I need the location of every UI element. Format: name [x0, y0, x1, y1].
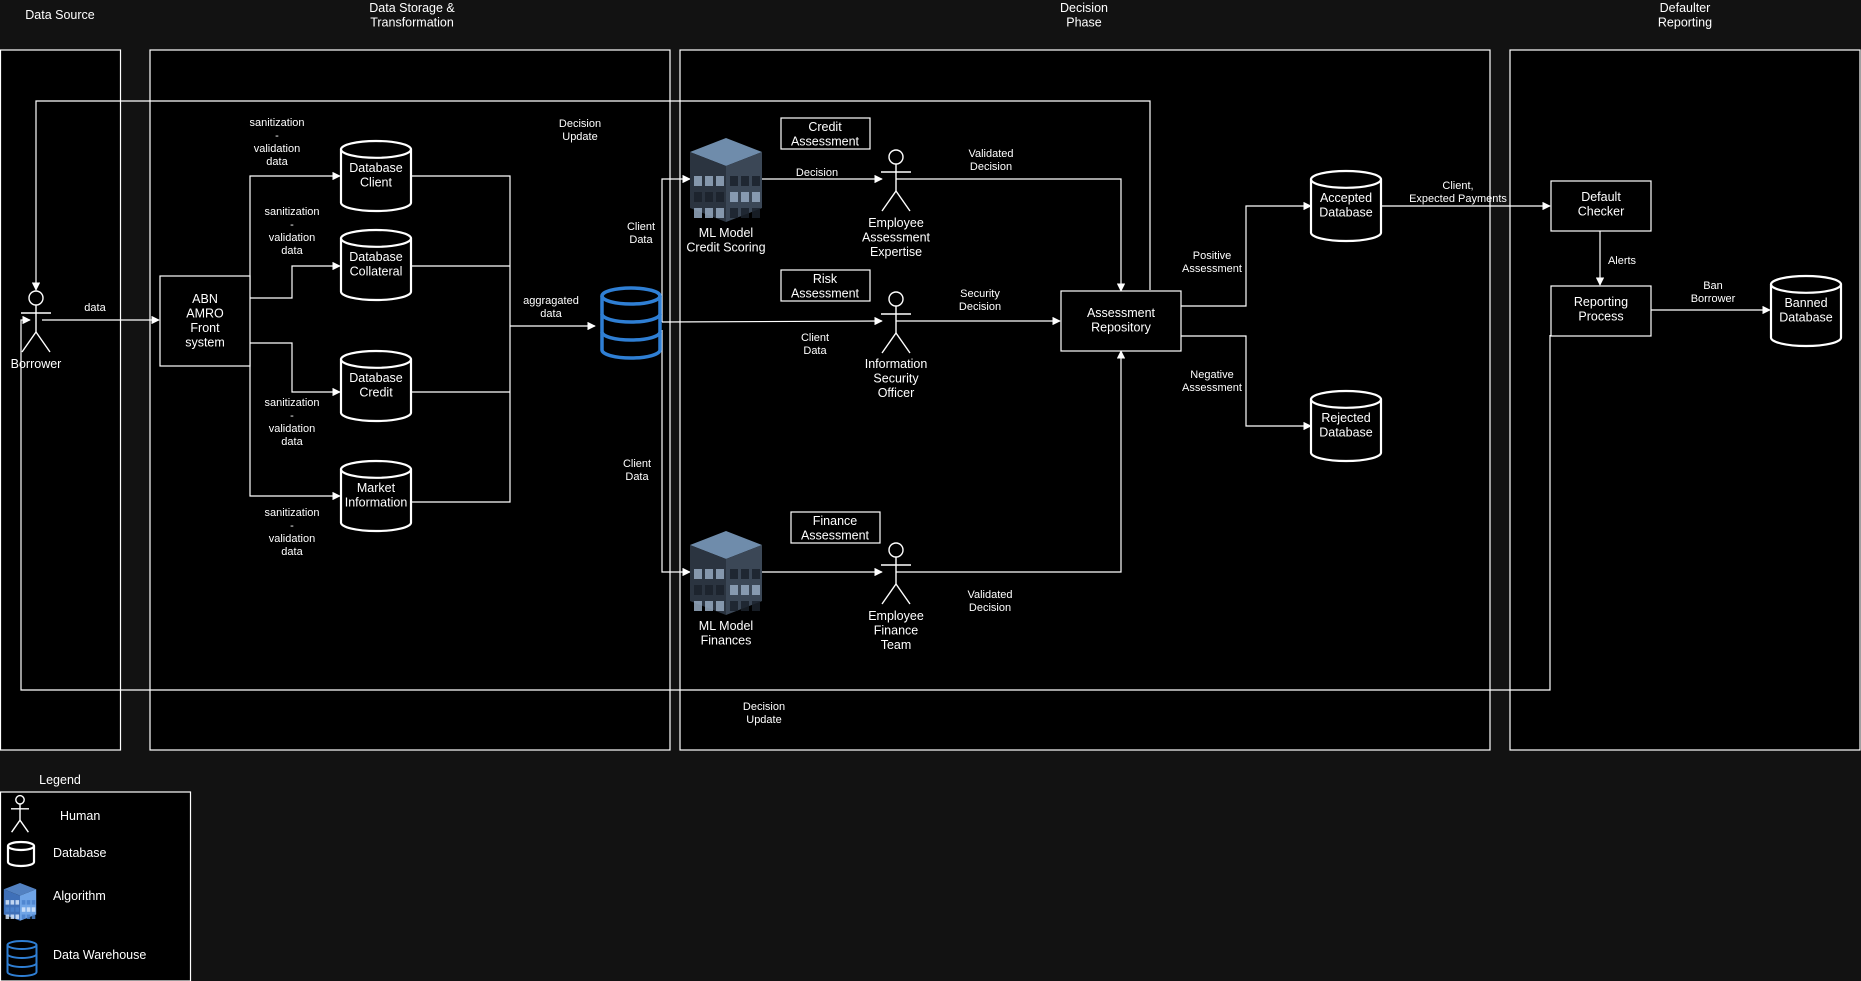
label-data: data: [84, 302, 106, 314]
edge-employee-repository: [896, 178, 1126, 292]
edge-finance-repository: [896, 350, 1126, 573]
edge-decision-update-top: [31, 100, 1151, 291]
edge-warehouse-finance-model: [661, 330, 691, 577]
edge-warehouse-info-officer: [661, 316, 883, 326]
legend-database-icon: [6, 840, 36, 868]
edge-repository-rejected: [1181, 335, 1312, 431]
label-decision: Decision: [796, 167, 838, 179]
edge-abn-db-collateral: [250, 261, 341, 299]
label-client-expected-payments: Client,Expected Payments: [1409, 180, 1507, 205]
borrower-label: Borrower: [11, 357, 62, 371]
edge-abn-db-credit: [250, 342, 341, 397]
legend-title: Legend: [39, 773, 81, 787]
edge-abn-db-market: [249, 350, 341, 501]
data-warehouse-icon[interactable]: [600, 286, 662, 360]
edge-abn-db-client: [249, 171, 341, 290]
legend-human-label: Human: [60, 809, 100, 823]
legend-algorithm-label: Algorithm: [53, 889, 106, 903]
borrower-actor[interactable]: Borrower: [11, 290, 62, 371]
lane-data-source: [0, 49, 122, 751]
legend-warehouse-label: Data Warehouse: [53, 948, 146, 962]
label-alerts: Alerts: [1608, 255, 1637, 267]
legend-algorithm-icon: [3, 883, 37, 921]
legend-warehouse-icon: [6, 940, 38, 977]
legend-human-icon: [11, 794, 29, 833]
edge-warehouse-credit-model: [661, 174, 691, 322]
ml-model-finances-icon[interactable]: [690, 531, 762, 615]
edge-db-aggregation-bus: [411, 175, 511, 503]
lane-defaulter: [1509, 49, 1861, 751]
lane-title-data-source: Data Source: [25, 8, 95, 22]
ml-model-credit-scoring-icon[interactable]: [690, 138, 762, 222]
edge-repository-accepted: [1181, 201, 1312, 307]
edge-decision-update-bottom: [20, 315, 1551, 691]
lane-title-storage: Data Storage &Transformation: [369, 1, 455, 30]
legend-database-label: Database: [53, 846, 107, 860]
